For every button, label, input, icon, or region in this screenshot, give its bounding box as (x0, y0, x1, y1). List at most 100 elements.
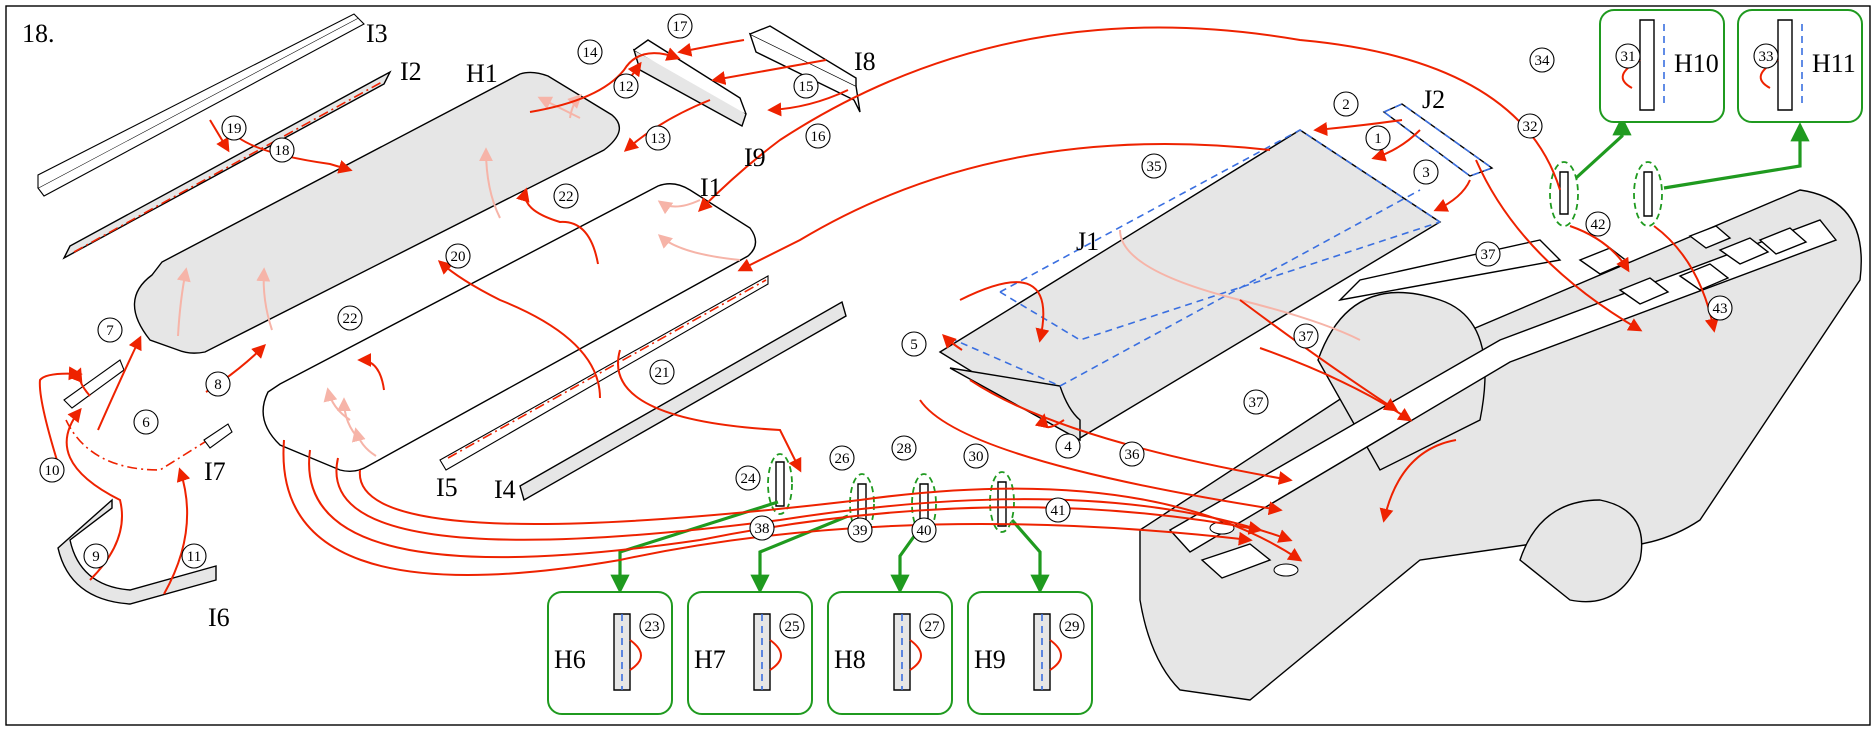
svg-text:3: 3 (1422, 165, 1430, 181)
label-I5: I5 (436, 473, 458, 502)
step-number-19: 19 (221, 115, 247, 141)
step-number-10: 10 (39, 457, 65, 483)
figure-number: 18. (22, 19, 55, 48)
label-I1: I1 (700, 173, 722, 202)
svg-text:38: 38 (755, 521, 770, 537)
label-J1: J1 (1076, 227, 1099, 256)
svg-text:22: 22 (343, 311, 358, 327)
step-number-13: 13 (645, 125, 671, 151)
step-number-9: 9 (83, 543, 109, 569)
detail-box-H10 (1599, 9, 1725, 123)
step-number-37: 37 (1243, 389, 1269, 415)
panel-I1 (262, 183, 757, 473)
svg-text:35: 35 (1147, 159, 1162, 175)
strip-I5 (439, 275, 769, 471)
svg-text:7: 7 (106, 323, 114, 339)
svg-text:17: 17 (673, 19, 689, 35)
step-number-41: 41 (1045, 497, 1071, 523)
svg-text:16: 16 (811, 129, 827, 145)
step-number-26: 26 (829, 445, 855, 471)
svg-text:30: 30 (969, 449, 984, 465)
step-number-32: 32 (1517, 113, 1543, 139)
step-number-23: 23 (639, 613, 665, 639)
tab-group-24 (767, 453, 793, 515)
label-H11: H11 (1812, 49, 1856, 78)
step-number-27: 27 (919, 613, 945, 639)
part-I8 (748, 25, 861, 113)
step-number-43: 43 (1707, 295, 1733, 321)
step-number-38: 38 (749, 515, 775, 541)
part-I9 (632, 39, 747, 128)
figure-frame (5, 5, 1871, 726)
step-number-39: 39 (847, 517, 873, 543)
step-number-3: 3 (1413, 159, 1439, 185)
svg-text:20: 20 (451, 249, 466, 265)
step-number-31: 31 (1615, 43, 1641, 69)
step-number-40: 40 (911, 517, 937, 543)
step-number-20: 20 (445, 243, 471, 269)
svg-text:4: 4 (1064, 439, 1072, 455)
step-numbers: 1234567891011121314151617181920212222232… (39, 13, 1779, 639)
step-number-21: 21 (649, 359, 675, 385)
svg-text:43: 43 (1713, 301, 1728, 317)
svg-text:36: 36 (1125, 447, 1141, 463)
callout-arrow-H11 (1663, 122, 1810, 190)
callout-arrow-H6 (610, 500, 779, 594)
svg-text:37: 37 (1481, 247, 1497, 263)
label-I6: I6 (208, 603, 230, 632)
svg-text:25: 25 (785, 619, 800, 635)
svg-text:26: 26 (835, 451, 851, 467)
svg-text:32: 32 (1523, 119, 1538, 135)
step-number-34: 34 (1529, 47, 1555, 73)
svg-text:18: 18 (275, 143, 290, 159)
label-H10: H10 (1674, 49, 1719, 78)
svg-text:34: 34 (1535, 53, 1551, 69)
step-number-11: 11 (181, 543, 207, 569)
label-H1: H1 (466, 59, 498, 88)
step-number-29: 29 (1059, 613, 1085, 639)
label-H6: H6 (554, 645, 586, 674)
step-number-12: 12 (613, 73, 639, 99)
step-number-37: 37 (1475, 241, 1501, 267)
label-I2: I2 (400, 57, 422, 86)
svg-text:31: 31 (1621, 49, 1636, 65)
svg-text:41: 41 (1051, 503, 1066, 519)
step-number-35: 35 (1141, 153, 1167, 179)
svg-text:27: 27 (925, 619, 941, 635)
step-number-8: 8 (205, 371, 231, 397)
tab-group-43 (1633, 161, 1663, 227)
car-body (1139, 189, 1862, 701)
svg-text:24: 24 (741, 471, 757, 487)
svg-text:40: 40 (917, 523, 932, 539)
tab-group-42 (1549, 161, 1579, 227)
step-number-42: 42 (1585, 211, 1611, 237)
svg-text:29: 29 (1065, 619, 1080, 635)
label-H9: H9 (974, 645, 1006, 674)
svg-text:22: 22 (559, 189, 574, 205)
label-H7: H7 (694, 645, 726, 674)
svg-text:28: 28 (897, 441, 912, 457)
svg-text:10: 10 (45, 463, 60, 479)
label-I8: I8 (854, 47, 876, 76)
svg-text:37: 37 (1249, 395, 1265, 411)
step-number-6: 6 (133, 409, 159, 435)
step-number-37: 37 (1293, 323, 1319, 349)
callout-arrow-H9 (1010, 518, 1050, 594)
step-number-30: 30 (963, 443, 989, 469)
strip-I3 (37, 13, 365, 197)
callout-arrow-H8 (890, 527, 922, 594)
piece-J2 (1382, 103, 1494, 177)
svg-text:42: 42 (1591, 217, 1606, 233)
step-number-16: 16 (805, 123, 831, 149)
svg-text:2: 2 (1342, 97, 1350, 113)
tab-group-41 (989, 471, 1015, 533)
label-I9: I9 (744, 143, 766, 172)
panel-H1 (133, 71, 621, 354)
label-I4: I4 (494, 475, 516, 504)
svg-text:9: 9 (92, 549, 100, 565)
svg-text:6: 6 (142, 415, 150, 431)
svg-text:12: 12 (619, 79, 634, 95)
label-H8: H8 (834, 645, 866, 674)
